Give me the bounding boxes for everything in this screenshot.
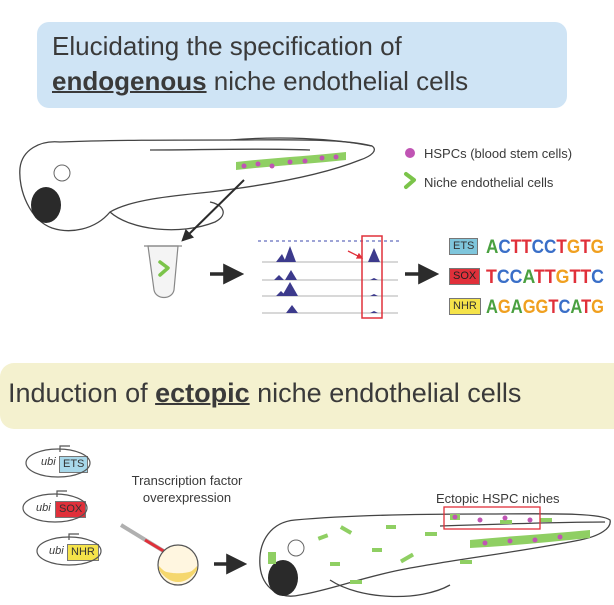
ectopic-banner [0, 363, 614, 429]
endogenous-banner [37, 22, 567, 108]
top-title-line1: Elucidating the specification of [52, 31, 402, 61]
bottom-title: Induction of ectopic niche endothelial c… [8, 378, 521, 408]
motif-sequence-sox: TCCATTGTTC [486, 267, 604, 288]
legend-niche-chevron [404, 172, 416, 189]
top-title-line2: endogenous niche endothelial cells [52, 66, 468, 96]
plasmid-2-promoter: ubi [36, 502, 51, 514]
bottom-title-pre: Induction of [8, 378, 156, 408]
plasmid-1-promoter: ubi [41, 456, 56, 468]
otic-vesicle-top [53, 164, 71, 182]
motif-label-nhr: NHR [449, 298, 481, 315]
plasmids [22, 445, 102, 566]
top-title-bold: endogenous [52, 66, 207, 96]
legend-niche-label: Niche endothelial cells [424, 175, 554, 190]
hspc-dots-bottom [452, 514, 563, 546]
bottom-title-rest: niche endothelial cells [249, 378, 522, 408]
plasmid-3-promoter: ubi [49, 545, 64, 557]
ectopic-niche-box [443, 506, 541, 530]
motif-label-ets: ETS [449, 238, 479, 255]
highlight-region [361, 235, 383, 319]
eye-top [31, 187, 61, 223]
motif-sequence-ets: ACTTCCTGTG [486, 237, 604, 258]
motif-sequence-nhr: AGAGGTCATG [486, 297, 604, 318]
sort-arrow [181, 179, 245, 242]
plasmid-2-tf: SOX [55, 501, 87, 518]
zebrafish-larva-top [19, 137, 375, 232]
motif-label-sox: SOX [449, 268, 481, 285]
overexpression-line1: Transcription factor [131, 473, 243, 488]
legend-hspc-dot [405, 148, 415, 158]
eye-bottom [268, 560, 298, 596]
atac-tracks [258, 235, 400, 319]
plasmid-1-tf: ETS [59, 456, 89, 473]
bottom-title-bold: ectopic [155, 378, 250, 408]
plasmid-3-tf: NHR [67, 544, 99, 561]
ectopic-vessels [268, 514, 590, 584]
hspc-dots-top [241, 154, 339, 169]
tube-cell [158, 260, 170, 277]
motif-logos: ACTTCCTGTG TCCATTGTTC AGAGGTCATG [486, 237, 604, 318]
overexpression-line2: overexpression [142, 490, 232, 505]
zebrafish-larva-bottom [259, 513, 611, 598]
legend-hspc-label: HSPCs (blood stem cells) [424, 146, 573, 161]
top-title-rest: niche endothelial cells [206, 66, 469, 96]
ectopic-label: Ectopic HSPC niches [436, 491, 560, 506]
